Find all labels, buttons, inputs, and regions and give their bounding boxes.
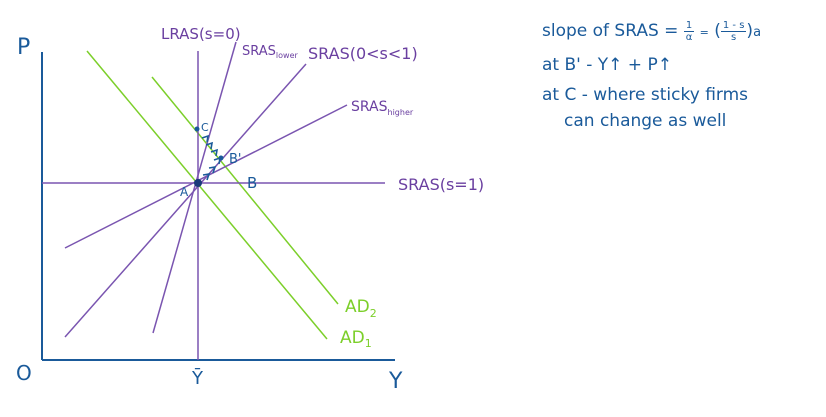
sras-lower-label: SRASlower (242, 44, 298, 60)
note-b-prime: at B' - Y↑ + P↑ (542, 55, 672, 75)
sras-higher-label: SRAShigher (351, 99, 414, 117)
ad1-curve (86, 50, 328, 340)
origin-label: O (16, 361, 32, 385)
ad1-label: AD1 (340, 328, 372, 350)
point-a-label: A (180, 185, 189, 199)
ad2-curve (151, 76, 339, 305)
note-slope-text: slope of SRAS = (542, 21, 679, 41)
sras-mid-label: SRAS(0<s<1) (308, 44, 418, 63)
sras-flat-label: SRAS(s=1) (398, 175, 484, 194)
sras-higher-curve (64, 104, 348, 249)
point-b-label: B (247, 174, 257, 192)
point-c (194, 126, 200, 132)
ad2-label: AD2 (345, 297, 377, 320)
ybar-label: Ȳ (191, 367, 204, 389)
point-b-prime-label: B' (229, 152, 242, 167)
point-c-label: C (201, 121, 209, 134)
note-slope-suffix: a (753, 25, 762, 40)
x-axis-label: Y (388, 369, 403, 394)
equals-sign: = (699, 26, 709, 39)
note-c: at C - where sticky firms (542, 85, 749, 105)
note-c-continued: can change as well (564, 111, 727, 131)
sras-mid-curve (64, 63, 307, 338)
point-b-prime (218, 155, 224, 161)
point-a (194, 179, 202, 187)
sras-lower-curve (152, 41, 237, 334)
y-axis-label: P (17, 35, 30, 60)
lras-label: LRAS(s=0) (161, 25, 241, 43)
